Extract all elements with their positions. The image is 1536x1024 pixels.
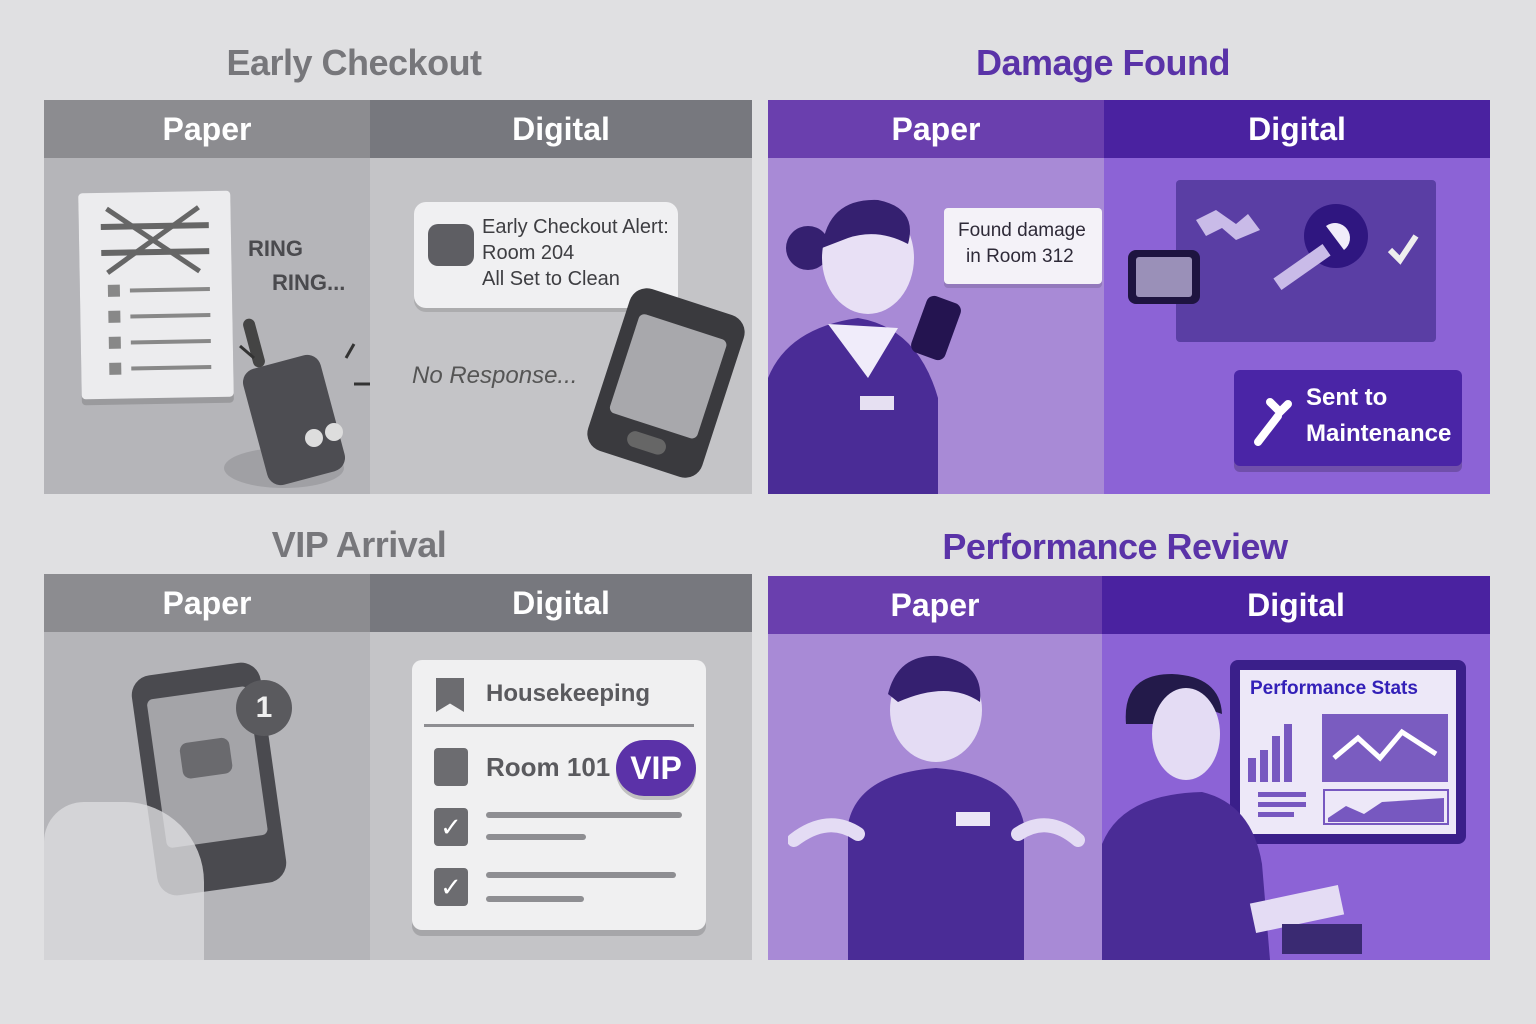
hand-shape [44,802,204,960]
digital-scene: Housekeeping Room 101 VIP ✓ ✓ [370,632,752,960]
paper-scene: Found damage in Room 312 [768,158,1104,494]
performance-review-panel: Paper Digital Performance Stats [768,576,1490,960]
damaged-surface [1176,180,1436,342]
paper-scene: 1 [44,632,370,960]
maintenance-status-badge: Sent to Maintenance [1234,370,1462,466]
damage-speech-bubble: Found damage in Room 312 [944,208,1102,284]
housekeeping-card: Housekeeping Room 101 VIP ✓ ✓ [412,660,706,930]
paper-header: Paper [44,574,370,632]
quadrant-title-performance-review: Performance Review [942,526,1288,567]
paper-scene [768,634,1102,960]
ring-text-2: RING... [272,270,346,295]
room-label: Room 101 [486,752,611,782]
ring-text-1: RING [248,236,303,261]
speech-line-1: Found damage [958,220,1086,241]
quadrant-title-vip-arrival: VIP Arrival [271,524,447,565]
task-line [486,872,676,878]
alert-line-1: Early Checkout Alert: [482,216,669,238]
chat-message-icon [178,736,234,780]
card-divider [424,724,694,727]
employee-at-computer-illustration [1102,674,1362,960]
task-line [486,812,682,818]
status-line-2: Maintenance [1306,420,1452,447]
housekeeper-radio-illustration [768,199,961,494]
monitor-screen: Performance Stats [1240,670,1456,834]
task-line [486,834,586,840]
key-damage-icon [1196,204,1419,290]
digital-header: Digital [370,574,752,632]
early-checkout-panel: Paper Digital RING RING... [44,100,752,494]
digital-scene: Early Checkout Alert: Room 204 All Set t… [370,158,752,494]
card-title: Housekeeping [486,680,651,707]
room-icon [434,748,468,786]
vip-arrival-panel: Paper Digital 1 Housekeeping Room 101 VI… [44,574,752,960]
paper-header: Paper [44,100,370,158]
bookmark-icon [436,678,464,712]
quadrant-title-damage-found: Damage Found [975,42,1231,83]
checkout-alert-bubble: Early Checkout Alert: Room 204 All Set t… [414,202,678,308]
computer-monitor: Performance Stats [1230,660,1466,844]
ringing-walkie-talkie-icon [224,318,370,488]
guest-avatar-icon [428,224,474,266]
paper-scene: RING RING... [44,158,370,494]
digital-header: Digital [1104,100,1490,158]
checked-checkbox: ✓ [434,868,468,906]
no-response-text: No Response... [412,362,578,389]
stats-charts-icon [1248,714,1449,825]
crossed-out-icon [100,205,212,375]
speech-line-2: in Room 312 [966,246,1074,267]
paper-header: Paper [768,100,1104,158]
paper-checklist [78,190,234,400]
digital-header: Digital [1102,576,1490,634]
digital-scene: Sent to Maintenance [1104,158,1490,494]
damage-found-panel: Paper Digital Found damage in Room 312 [768,100,1490,494]
task-line [486,896,584,902]
checked-checkbox: ✓ [434,808,468,846]
screen-title: Performance Stats [1250,678,1418,699]
alert-line-2: Room 204 [482,242,575,264]
vip-badge: VIP [616,740,696,796]
status-line-1: Sent to [1306,384,1388,411]
paper-header: Paper [768,576,1102,634]
smartphone-icon [582,283,750,483]
quadrant-title-early-checkout: Early Checkout [226,42,482,83]
digital-scene: Performance Stats [1102,634,1490,960]
alert-line-3: All Set to Clean [482,268,620,290]
digital-header: Digital [370,100,752,158]
wrench-icon [1254,398,1292,446]
shrugging-employee-illustration [788,655,1085,960]
notification-count-badge: 1 [236,680,292,736]
photo-phone-icon [1128,250,1200,304]
